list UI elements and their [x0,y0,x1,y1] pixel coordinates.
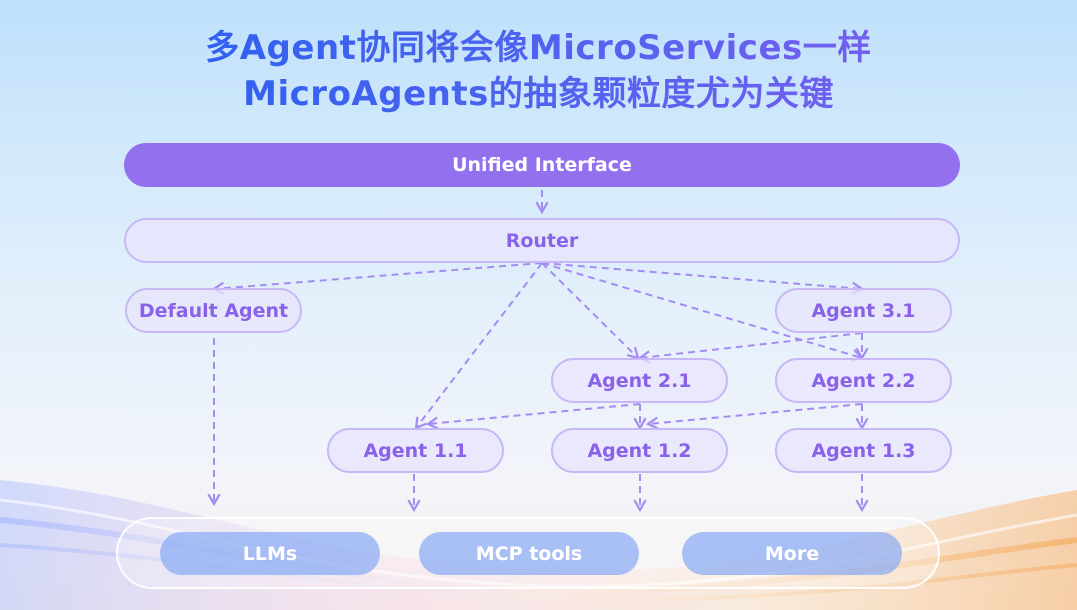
edge-a31-a21 [637,332,863,364]
edge-router-a11 [414,262,543,430]
edge-a22-a12 [645,403,863,430]
unified-interface-node[interactable]: Unified Interface [124,143,960,187]
title-line-2: MicroAgents的抽象颗粒度尤为关键 [0,66,1077,115]
agent-2-2-node[interactable]: Agent 2.2 [775,358,952,403]
agent-2-1-node[interactable]: Agent 2.1 [551,358,728,403]
edge-router-a21 [541,262,640,360]
title-line-1: 多Agent协同将会像MicroServices一样 [0,20,1077,69]
edge-router-a31 [541,262,865,295]
resource-more[interactable]: More [682,532,902,575]
edge-router-default [211,262,543,295]
edge-a21-a11 [425,403,641,430]
default-agent-node[interactable]: Default Agent [125,288,302,333]
agent-1-1-node[interactable]: Agent 1.1 [327,428,504,473]
agent-1-3-node[interactable]: Agent 1.3 [775,428,952,473]
resource-llms[interactable]: LLMs [160,532,380,575]
agent-3-1-node[interactable]: Agent 3.1 [775,288,952,333]
agent-1-2-node[interactable]: Agent 1.2 [551,428,728,473]
edge-router-a22 [541,262,865,362]
router-node[interactable]: Router [124,218,960,263]
resource-mcp-tools[interactable]: MCP tools [419,532,639,575]
